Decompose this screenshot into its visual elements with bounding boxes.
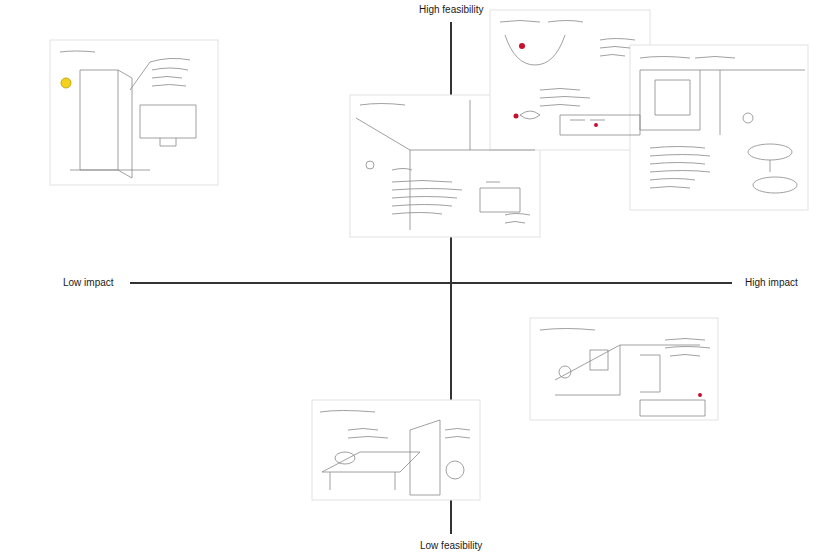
color-dot [61,78,71,88]
color-dot [514,114,519,119]
sketch-card [50,40,218,185]
axis-label: Low impact [61,277,116,289]
axis-label: High impact [743,277,800,289]
pencil-sketches [60,21,805,496]
axis-label: Low feasibility [418,540,484,552]
sketch-card [312,400,480,500]
sketch-card [630,45,808,210]
sketch-card [490,10,650,150]
impact-axis [130,282,732,284]
color-dot [594,123,598,127]
color-dot [519,43,525,49]
axis-label: High feasibility [417,4,485,16]
sketch-card [530,318,718,420]
color-dot [698,393,702,397]
